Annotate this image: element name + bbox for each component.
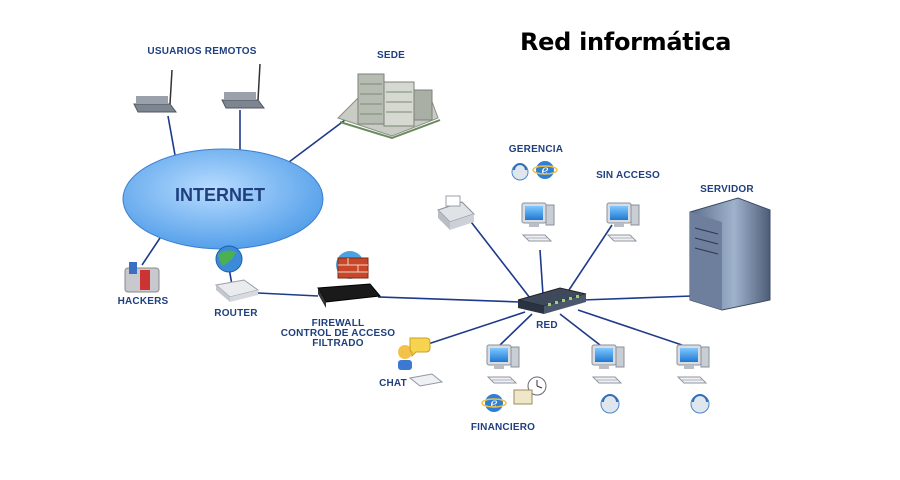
printer-icon (437, 195, 475, 230)
chat-label: CHAT (379, 378, 407, 389)
sede-label: SEDE (377, 50, 405, 61)
link-sinacceso-switch (564, 224, 613, 297)
firewall-label-line2: CONTROL DE ACCESO (281, 328, 396, 339)
links (141, 110, 693, 346)
computer-icon (591, 344, 625, 384)
diagram-title: Red informática (520, 28, 732, 56)
link-switch-chat (424, 311, 526, 346)
computer-icon (606, 202, 640, 242)
sync-icon (511, 163, 529, 181)
link-switch-pc3 (559, 313, 601, 346)
laptop-icon (133, 69, 177, 113)
sync-icon (600, 394, 620, 414)
hacker-tools-icon (124, 262, 160, 293)
hackers-label: HACKERS (118, 296, 169, 307)
building-icon (337, 73, 441, 140)
computer-icon (676, 344, 710, 384)
computer-icon (521, 202, 555, 242)
link-switch-pc4 (577, 309, 683, 346)
link-router-firewall (257, 292, 319, 297)
financiero-label: FINANCIERO (471, 422, 535, 433)
internet-label: INTERNET (175, 185, 265, 205)
clock-icon (513, 376, 547, 405)
network-switch-icon (517, 287, 587, 314)
red-label: RED (536, 320, 558, 331)
firewall-label: FIREWALL (312, 318, 365, 329)
link-printer-switch (467, 217, 531, 299)
link-gerencia-switch (539, 249, 544, 296)
link-firewall-switch (377, 296, 521, 303)
link-switch-financiero (499, 313, 533, 346)
link-laptop1-internet (167, 115, 176, 156)
browser-icon: e (532, 161, 558, 179)
svg-text:e: e (541, 163, 548, 177)
gerencia-label: GERENCIA (509, 144, 563, 155)
servidor-label: SERVIDOR (700, 184, 754, 195)
keyboard-icon (408, 373, 444, 387)
computer-icon (486, 344, 520, 384)
link-sede-internet (284, 119, 346, 166)
firewall-label-line3: FILTRADO (312, 338, 363, 349)
link-internet-hackers (141, 237, 161, 266)
link-switch-servidor (581, 295, 693, 301)
sync-icon (690, 394, 710, 414)
sin-acceso-label: SIN ACCESO (596, 170, 660, 181)
chat-icon (398, 337, 431, 370)
browser-icon: e (481, 394, 507, 412)
server-icon (689, 197, 771, 311)
usuarios-remotos-label: USUARIOS REMOTOS (147, 46, 256, 57)
laptop-icon (221, 63, 265, 109)
firewall-icon (317, 251, 381, 308)
svg-text:e: e (490, 396, 497, 410)
router-label: ROUTER (214, 308, 258, 319)
router-icon (214, 245, 260, 302)
